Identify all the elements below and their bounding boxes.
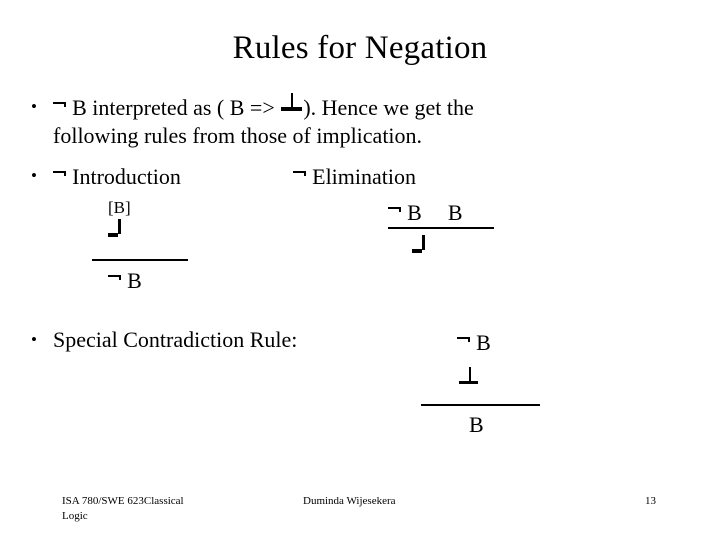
inference-line bbox=[388, 227, 494, 229]
bullet-intro-text: B interpreted as ( B => ). Hence we get … bbox=[53, 93, 627, 150]
negation-icon bbox=[457, 328, 471, 350]
bullet-intro-line-2: following rules from those of implicatio… bbox=[53, 123, 423, 148]
falsum-icon bbox=[459, 366, 481, 388]
footer-author: Duminda Wijesekera bbox=[303, 495, 396, 507]
derivation-negation-introduction: [B] B bbox=[92, 198, 292, 294]
footer-page-number: 13 bbox=[645, 495, 656, 507]
derivation-conclusion: B bbox=[92, 261, 292, 294]
derivation-middle bbox=[421, 356, 621, 398]
rule-heading-elimination: Elimination bbox=[293, 162, 416, 191]
premise-left: B bbox=[401, 200, 422, 225]
bullet-marker: • bbox=[31, 330, 37, 349]
premise-right: B bbox=[447, 200, 463, 225]
rule-heading-introduction: Introduction bbox=[53, 162, 293, 191]
bullet-intro-part-2: ). Hence we get the bbox=[303, 95, 474, 120]
derivation-conclusion: B bbox=[469, 412, 484, 437]
negation-icon bbox=[293, 162, 307, 184]
discharged-assumption: [B] bbox=[108, 198, 131, 217]
derivation-conclusion bbox=[388, 229, 608, 262]
page-title: Rules for Negation bbox=[232, 30, 488, 66]
bullet-marker: • bbox=[31, 166, 37, 185]
derivation-special-contradiction: B B bbox=[421, 328, 621, 438]
negation-icon bbox=[53, 162, 67, 184]
bullet-special-label: Special Contradiction Rule: bbox=[53, 327, 298, 352]
rule-heading-introduction-label: Introduction bbox=[66, 164, 181, 189]
footer-course-line-1: ISA 780/SWE 623Classical bbox=[62, 495, 184, 507]
negation-icon bbox=[108, 266, 122, 288]
bullet-intro-part-1: B interpreted as ( B => bbox=[66, 95, 281, 120]
bullet-rule-headings: • Introduction Elimination bbox=[27, 162, 647, 191]
rule-headings-row: Introduction Elimination bbox=[53, 162, 647, 191]
inference-line bbox=[92, 259, 188, 261]
bullet-negation-interpretation: • B interpreted as ( B => ). Hence we ge… bbox=[27, 93, 627, 150]
bullet-special-contradiction-rule: • Special Contradiction Rule: bbox=[27, 326, 447, 354]
derivation-premise: B bbox=[421, 328, 621, 356]
footer-course: ISA 780/SWE 623Classical Logic bbox=[62, 494, 242, 524]
slide-footer: ISA 780/SWE 623Classical Logic Duminda W… bbox=[0, 494, 720, 534]
rule-heading-elimination-label: Elimination bbox=[306, 164, 417, 189]
inference-line bbox=[421, 404, 540, 406]
negation-icon bbox=[53, 95, 67, 120]
falsum-icon bbox=[280, 93, 303, 115]
bullet-marker: • bbox=[31, 97, 37, 116]
falsum-icon bbox=[108, 218, 130, 240]
falsum-icon bbox=[412, 234, 434, 256]
negation-icon bbox=[388, 198, 402, 220]
footer-course-line-2: Logic bbox=[62, 510, 88, 522]
premise-text: B bbox=[470, 330, 491, 355]
derivation-middle bbox=[92, 218, 292, 252]
conclusion-text: B bbox=[121, 268, 142, 293]
